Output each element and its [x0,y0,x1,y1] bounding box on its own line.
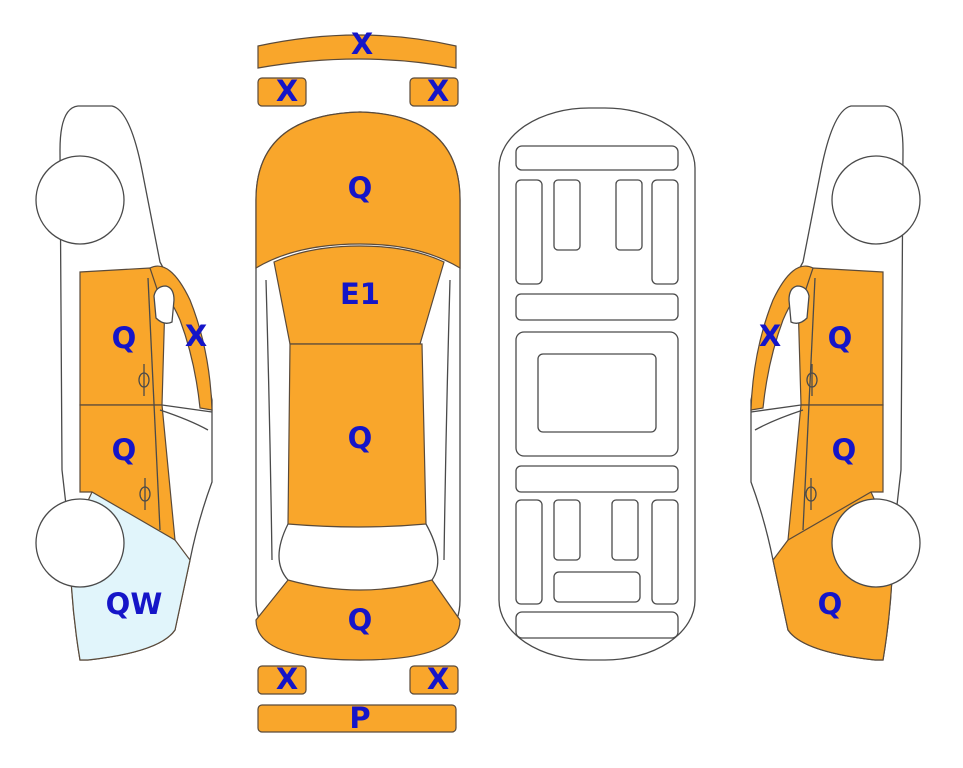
left-rear-door-handle [139,478,151,510]
left-side-view: Q X Q QW [35,105,213,661]
rear-bumper-panel [257,704,457,733]
trunk-panel [255,579,461,661]
right-a-pillar-label: X [759,319,781,353]
underbody-rear-bar [515,611,679,639]
underbody-rear-tray [553,571,641,603]
rear-bumper-label: P [349,701,370,735]
left-front-door-handle [138,364,150,396]
underbody-cross-member-1 [515,293,679,321]
left-rear-door-panel [79,404,176,542]
top-view: X X X Q E1 Q Q X X P [255,27,461,735]
left-door-seam [147,277,161,531]
trunk-label: Q [348,603,373,637]
right-rear-door-label: Q [832,433,857,467]
right-front-wheel [831,155,921,245]
left-window-line [159,409,209,431]
right-front-door-label: Q [828,321,853,355]
roof-panel [287,343,427,528]
right-side-glass-line [443,279,451,561]
underbody-front-left-inner [553,179,581,251]
left-mirror [153,285,175,324]
rear-left-lamp-panel [257,665,307,695]
right-front-door-panel [797,267,884,406]
left-front-wheel [35,155,125,245]
windshield-panel [273,245,445,345]
left-side-glass-line [265,279,273,561]
right-door-seam [802,277,816,531]
rear-window-line-right [425,523,439,581]
right-mirror [788,285,810,324]
windshield-label: E1 [340,277,380,311]
left-rear-door-label: Q [112,433,137,467]
underbody-front-left-rail [515,179,543,285]
underbody-view [498,107,696,661]
underbody-front-bar [515,145,679,171]
right-rear-wheel [831,498,921,588]
right-sill-line [750,404,802,413]
underbody-cross-member-2 [515,465,679,493]
front-bumper-panel [257,34,457,69]
left-rear-wheel [35,498,125,588]
front-left-lamp-panel [257,77,307,107]
left-quarter-glass-label: QW [106,587,163,621]
rear-window-line [278,523,289,581]
right-rear-door-panel [787,404,884,542]
underbody-rear-left-rail [515,499,543,605]
hood-label: Q [348,171,373,205]
underbody-front-right-rail [651,179,679,285]
underbody-rear-left-inner [553,499,581,561]
hood-panel [255,111,461,270]
underbody-outline [498,107,696,661]
underbody-center-pan [537,353,657,433]
underbody-center-frame [515,331,679,457]
underbody-rear-right-rail [651,499,679,605]
right-window-line [754,409,804,431]
right-quarter-panel-label: Q [818,587,843,621]
front-right-lamp-label: X [427,74,449,108]
left-front-door-label: Q [112,321,137,355]
rear-right-lamp-label: X [427,662,449,696]
underbody-front-right-inner [615,179,643,251]
right-front-door-handle [806,364,818,396]
left-sill-line [161,404,213,413]
right-rear-door-handle [805,478,817,510]
front-bumper-label: X [351,27,373,61]
underbody-rear-right-inner [611,499,639,561]
right-side-view: X Q Q Q [750,105,921,661]
rear-left-lamp-label: X [276,662,298,696]
front-right-lamp-panel [409,77,459,107]
rear-right-lamp-panel [409,665,459,695]
front-left-lamp-label: X [276,74,298,108]
left-a-pillar-label: X [185,319,207,353]
roof-label: Q [348,421,373,455]
